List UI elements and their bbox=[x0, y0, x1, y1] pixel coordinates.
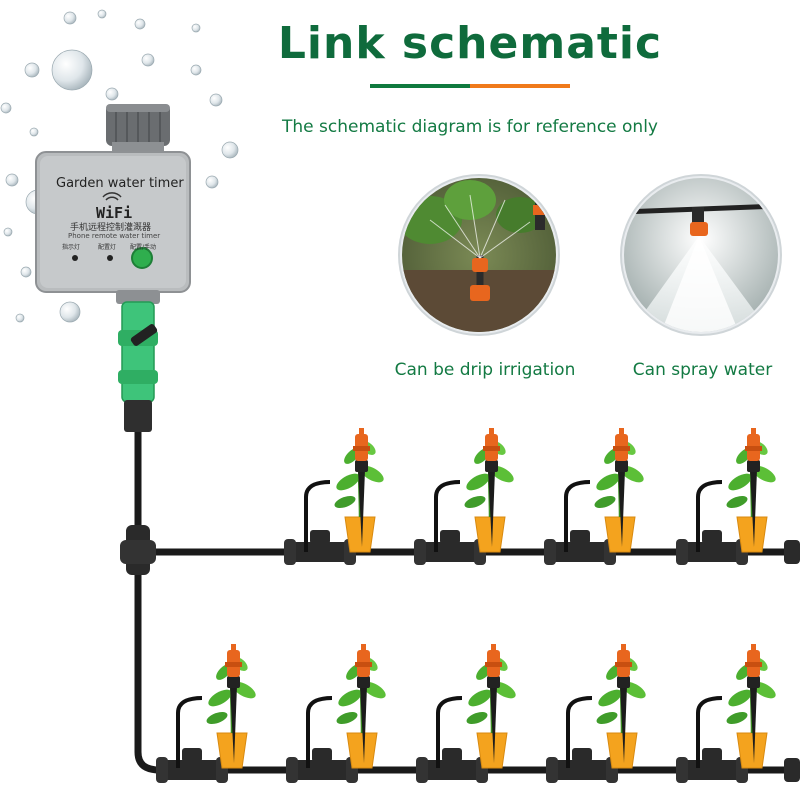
upper-drip-line bbox=[284, 426, 781, 565]
indicator-light bbox=[72, 255, 78, 261]
garden-water-timer bbox=[35, 104, 191, 432]
spray-mist-photo bbox=[620, 174, 782, 336]
lower-drip-line bbox=[156, 642, 781, 783]
manual-button[interactable] bbox=[131, 247, 153, 269]
lower-end-plug bbox=[784, 758, 800, 782]
timer-brand: WiFi bbox=[96, 204, 133, 222]
spray-water-caption: Can spray water bbox=[632, 360, 773, 380]
indicator-label: 配置/手动 bbox=[130, 244, 157, 251]
upper-end-plug bbox=[784, 540, 800, 564]
quick-connector bbox=[121, 301, 155, 403]
timer-chinese-line: 手机远程控制灌溉器 bbox=[70, 223, 152, 233]
page-title: Link schematic bbox=[277, 18, 663, 69]
page-subtitle: The schematic diagram is for reference o… bbox=[282, 117, 658, 137]
indicator-light bbox=[107, 255, 113, 261]
drip-irrigation-photo bbox=[398, 174, 560, 336]
title-underline-orange bbox=[470, 84, 570, 88]
drip-irrigation-caption: Can be drip irrigation bbox=[394, 360, 576, 380]
indicator-label: 配置灯 bbox=[98, 244, 117, 251]
title-underline-green bbox=[370, 84, 470, 88]
wifi-icon bbox=[102, 192, 122, 201]
timer-english-line: Phone remote water timer bbox=[68, 232, 161, 240]
indicator-label: 指示灯 bbox=[62, 244, 81, 251]
valve-lever bbox=[130, 324, 158, 346]
timer-label: Garden water timer bbox=[56, 176, 184, 191]
